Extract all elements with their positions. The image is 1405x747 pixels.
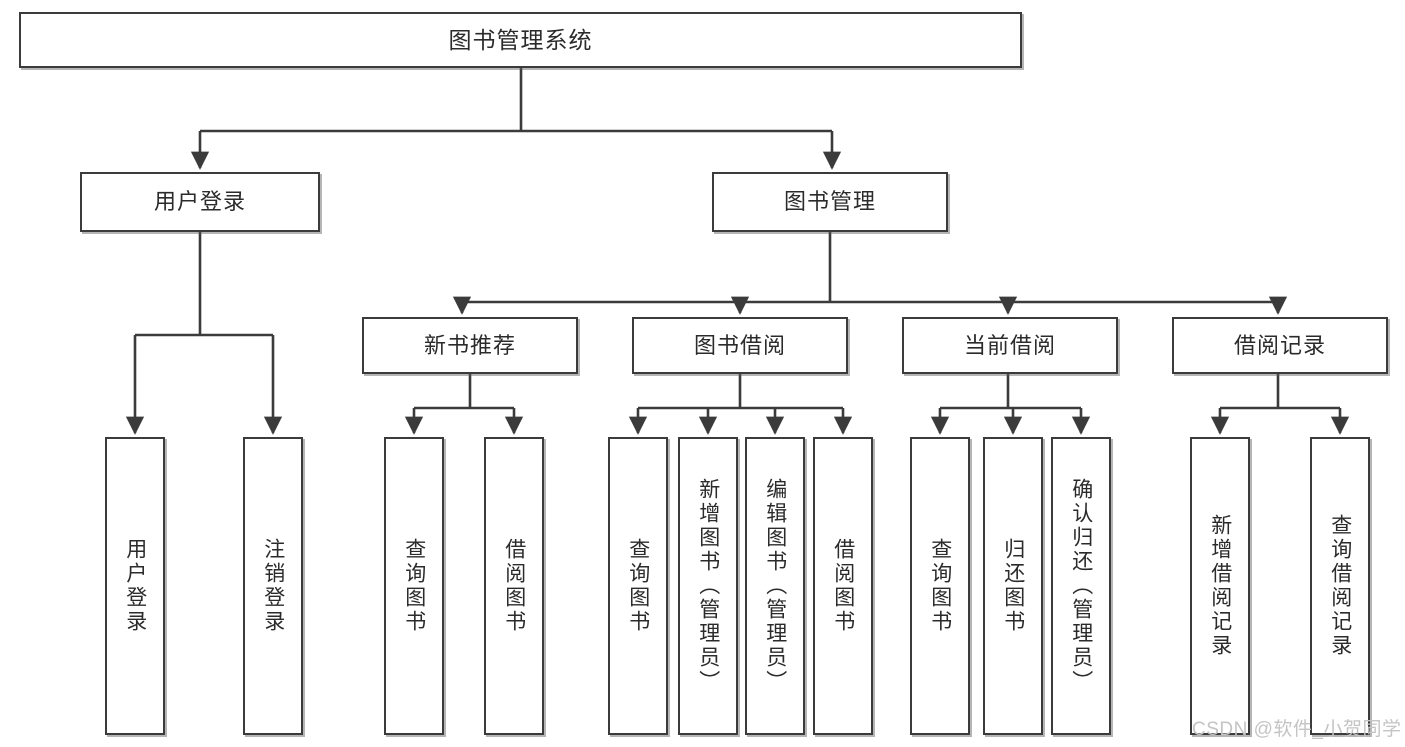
csdn-watermark: CSDN @软件_小贺同学 (1192, 719, 1402, 740)
node-new-book-rec-label: 新书推荐 (423, 332, 516, 358)
leaf-query-book-3-label: 查询图书 (928, 538, 952, 634)
leaf-query-book-2[interactable]: 查询图书 (608, 437, 668, 735)
node-root-system[interactable]: 图书管理系统 (19, 12, 1022, 68)
node-book-borrow[interactable]: 图书借阅 (632, 317, 848, 374)
leaf-edit-book-label: 编辑图书（管理员） (763, 478, 787, 694)
leaf-query-book-3[interactable]: 查询图书 (910, 437, 970, 735)
node-borrow-record-label: 借阅记录 (1233, 332, 1326, 358)
leaf-return-book[interactable]: 归还图书 (983, 437, 1043, 735)
node-user-login-label: 用户登录 (153, 189, 246, 215)
leaf-borrow-book-2-label: 借阅图书 (831, 538, 855, 634)
node-book-manage[interactable]: 图书管理 (712, 172, 948, 232)
leaf-query-book-1[interactable]: 查询图书 (384, 437, 444, 735)
node-current-borrow-label: 当前借阅 (963, 332, 1056, 358)
leaf-confirm-return-label: 确认归还（管理员） (1069, 478, 1093, 694)
leaf-user-login-label: 用户登录 (123, 538, 147, 634)
node-book-manage-label: 图书管理 (783, 189, 876, 215)
leaf-borrow-book-2[interactable]: 借阅图书 (813, 437, 873, 735)
leaf-return-book-label: 归还图书 (1001, 538, 1025, 634)
leaf-add-book-label: 新增图书（管理员） (696, 478, 720, 694)
leaf-add-record-label: 新增借阅记录 (1208, 514, 1232, 658)
leaf-logout-label: 注销登录 (261, 538, 285, 634)
node-book-borrow-label: 图书借阅 (693, 332, 786, 358)
node-user-login[interactable]: 用户登录 (80, 172, 320, 232)
node-borrow-record[interactable]: 借阅记录 (1172, 317, 1388, 374)
leaf-logout[interactable]: 注销登录 (243, 437, 303, 735)
leaf-query-record[interactable]: 查询借阅记录 (1310, 437, 1370, 735)
leaf-query-book-2-label: 查询图书 (626, 538, 650, 634)
leaf-add-record[interactable]: 新增借阅记录 (1190, 437, 1250, 735)
leaf-add-book[interactable]: 新增图书（管理员） (678, 437, 738, 735)
leaf-edit-book[interactable]: 编辑图书（管理员） (745, 437, 805, 735)
leaf-query-record-label: 查询借阅记录 (1328, 514, 1352, 658)
leaf-borrow-book-1-label: 借阅图书 (502, 538, 526, 634)
leaf-borrow-book-1[interactable]: 借阅图书 (484, 437, 544, 735)
leaf-user-login[interactable]: 用户登录 (105, 437, 165, 735)
leaf-query-book-1-label: 查询图书 (402, 538, 426, 634)
node-current-borrow[interactable]: 当前借阅 (902, 317, 1118, 374)
node-new-book-rec[interactable]: 新书推荐 (362, 317, 578, 374)
leaf-confirm-return[interactable]: 确认归还（管理员） (1051, 437, 1111, 735)
node-root-label: 图书管理系统 (448, 26, 593, 53)
